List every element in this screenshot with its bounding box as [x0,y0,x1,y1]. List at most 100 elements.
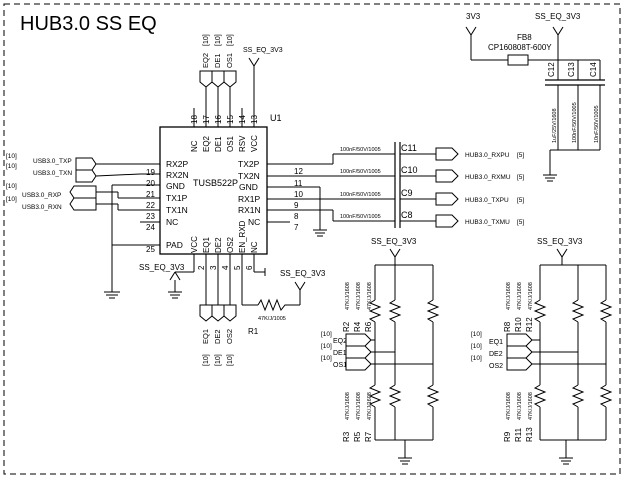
r1-pullup: SS_EQ_3V3 R1 47K/J/1005 [242,269,326,336]
r10-ref: R10 [514,317,523,332]
group-right-port-os2 [506,357,533,371]
pin-num-15: 15 [226,115,235,124]
pin-name-vcc-top: VCC [250,135,259,152]
pin-name-rx1n: RX1N [238,205,261,215]
ferrite-fb8 [507,54,529,66]
r11-value: 47K/J/1608 [517,392,523,420]
pin-name-nc-right: NC [248,217,260,227]
pin-num-6: 6 [245,265,254,270]
pin-num-2: 2 [197,265,206,270]
r13-value: 47K/J/1608 [528,392,534,420]
fb8-ref: FB8 [517,33,532,42]
r2-value: 47K/J/1608 [345,282,351,310]
c8-value: 100nF/50V/1005 [340,214,381,220]
group-left-sheet-2: [10] [321,355,332,362]
c10-sheet: [5] [517,174,524,181]
net-ss-eq-3v3-top: SS_EQ_3V3 [535,12,581,21]
c14-ref: C14 [589,62,598,77]
port-arrow-eq1 [199,304,213,322]
pin-num-25: 25 [146,245,155,254]
pin-name-rsv: RSV [238,135,247,152]
pin-name-en-rxd: EN_RXD [238,220,247,253]
bottom-label-os2: OS2 [225,329,234,344]
group-right-sheet-2: [10] [471,355,482,362]
resistor-group-left: SS_EQ_3V3 [10] [10] [10] EQ2 DE1 OS1 [321,237,440,465]
c8-sheet: [5] [517,219,524,226]
pin-name-pad: PAD [166,240,183,250]
pin-num-18: 18 [190,115,199,124]
r12-ref: R12 [525,317,534,332]
pin-name-tx2n: TX2N [238,171,260,181]
left-port-name-3: USB3.0_RXN [22,204,62,211]
pin-name-de2: DE2 [214,237,223,253]
pin-name-rx2p: RX2P [166,159,189,169]
group-left-os1: OS1 [333,362,347,369]
pin-num-9: 9 [294,201,299,210]
chip-body [159,126,268,255]
c13-value: 100nF/50V/1005 [572,102,578,143]
u1-chip: U1 TUSB522P 18 17 16 15 14 13 NC EQ2 DE1… [140,108,305,305]
page-title: HUB3.0 SS EQ [20,13,157,35]
pin-name-de1: DE1 [214,136,223,152]
port-usb3-rxn [69,197,97,211]
pin-name-tx1p: TX1P [166,193,188,203]
r13-ref: R13 [525,427,534,442]
pin-name-eq2: EQ2 [202,135,211,152]
pin-num-19: 19 [146,168,155,177]
bottom-sheet-eq1: [10] [203,354,210,366]
group-left-de1: DE1 [333,350,347,357]
group-left-eq2: EQ2 [333,338,347,345]
pin-num-14: 14 [238,115,247,124]
c10-net: HUB3.0_RXMU [465,174,511,181]
group-left-port-eq2 [345,333,372,347]
r2-ref: R2 [342,321,351,332]
c9-sheet: [5] [517,197,524,204]
group-left-sheet-1: [10] [321,343,332,350]
port-arrow-os1 [223,70,237,88]
net-ss-eq-res2: SS_EQ_3V3 [537,237,583,246]
top-signal-labels: EQ2 DE1 OS1 [10] [10] [10] SS_EQ_3V3 [199,34,283,108]
c12-ref: C12 [547,62,556,77]
group-right-port-eq1 [506,333,533,347]
pin-name-gnd-right: GND [239,182,258,192]
pin-name-tx2p: TX2P [238,159,260,169]
pin-num-20: 20 [146,179,155,188]
c10-ref: C10 [401,165,418,175]
c13-ref: C13 [567,62,576,77]
r9-ref: R9 [503,431,512,442]
left-port-name-1: USB3.0_TXN [33,170,72,177]
pin-num-24: 24 [146,223,155,232]
bottom-signal-labels: EQ1 DE2 OS2 [10] [10] [10] [199,304,237,366]
c11-value: 100nF/50V/1005 [340,147,381,153]
pin-num-12: 12 [294,167,303,176]
r10-value: 47K/J/1608 [517,282,523,310]
top-label-os1: OS1 [225,53,234,68]
r4-value: 47K/J/1608 [356,282,362,310]
top-sheet-eq2: [10] [203,34,210,46]
bottom-sheet-de2: [10] [215,354,222,366]
net-ss-eq-bottom-mid: SS_EQ_3V3 [280,269,326,278]
chip-part: TUSB522P [193,178,238,188]
pin-num-11: 11 [294,179,303,188]
c8-ref: C8 [401,210,413,220]
r5-value: 47K/J/1608 [356,392,362,420]
left-port-name-2: USB3.0_RXP [22,192,61,199]
pin-name-gnd-left: GND [166,181,185,191]
left-port-sheet-3: [10] [6,196,17,203]
net-ss-eq-bottom-left: SS_EQ_3V3 [139,263,185,272]
pin-name-nc-left: NC [166,217,178,227]
net-ss-eq-top: SS_EQ_3V3 [243,47,283,54]
pin-name-vcc-bottom: VCC [190,236,199,253]
pin-num-8: 8 [294,212,299,221]
port-hub3-txmu [435,214,459,228]
port-arrow-de2 [211,304,225,322]
top-label-eq2: EQ2 [201,53,210,68]
c11-net: HUB3.0_RXPU [465,152,510,159]
c9-net: HUB3.0_TXPU [465,197,509,204]
group-left-port-de1 [345,345,372,359]
r1-value: 47K/J/1005 [258,316,286,322]
left-port-sheet-0: [10] [6,153,17,160]
left-port-sheet-2: [10] [6,183,17,190]
net-3v3: 3V3 [466,12,481,21]
pin-num-5: 5 [233,265,242,270]
